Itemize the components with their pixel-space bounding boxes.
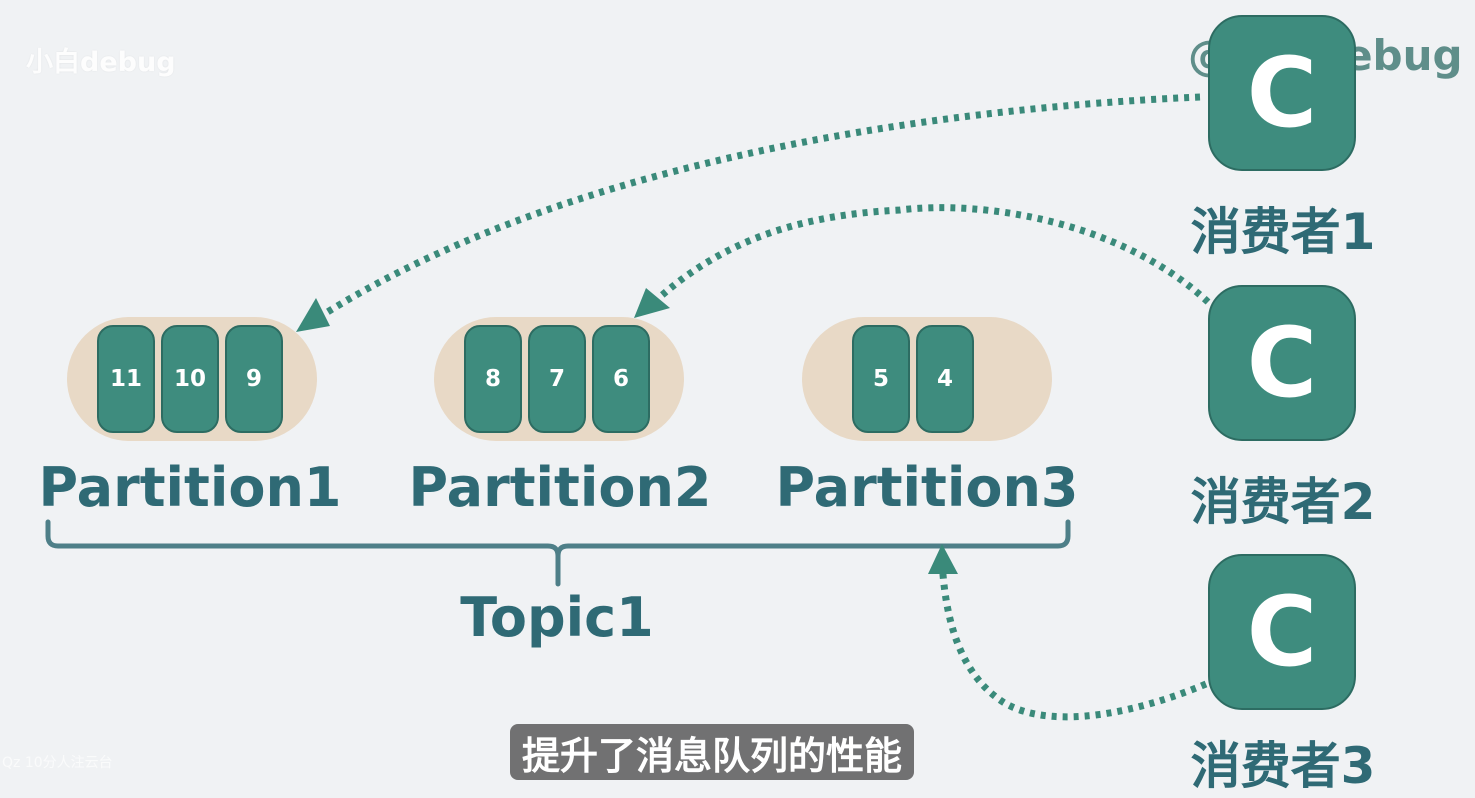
video-subtitle: 提升了消息队列的性能 bbox=[510, 724, 915, 780]
footnote-watermark: Qz 10分人注云台 bbox=[2, 755, 113, 771]
consumer-2-label: 消费者2 bbox=[1190, 473, 1376, 531]
consumer-1-label: 消费者1 bbox=[1190, 203, 1376, 261]
consumer-3-label: 消费者3 bbox=[1190, 737, 1376, 795]
topic-bracket bbox=[45, 519, 1071, 587]
arrow-head bbox=[634, 288, 670, 318]
partition-2-label: Partition2 bbox=[408, 456, 712, 519]
partition-3-label: Partition3 bbox=[775, 456, 1079, 519]
message-block: 11 bbox=[97, 325, 155, 433]
message-block: 4 bbox=[916, 325, 974, 433]
message-block: 7 bbox=[528, 325, 586, 433]
watermark-left: 小白debug bbox=[26, 47, 176, 78]
consumer-3-icon: C bbox=[1208, 554, 1356, 710]
consumer-1-icon: C bbox=[1208, 15, 1356, 171]
message-block: 6 bbox=[592, 325, 650, 433]
message-block: 9 bbox=[225, 325, 283, 433]
arrow-head bbox=[928, 544, 958, 574]
consumer-1-arrow bbox=[316, 93, 1201, 321]
consumer-2-arrow bbox=[647, 204, 1211, 309]
partition-1-label: Partition1 bbox=[38, 456, 342, 519]
message-block: 10 bbox=[161, 325, 219, 433]
topic-label: Topic1 bbox=[460, 586, 654, 649]
message-block: 5 bbox=[852, 325, 910, 433]
consumer-2-icon: C bbox=[1208, 285, 1356, 441]
arrow-head bbox=[296, 298, 330, 332]
consumer-3-arrow bbox=[938, 559, 1208, 721]
message-block: 8 bbox=[464, 325, 522, 433]
